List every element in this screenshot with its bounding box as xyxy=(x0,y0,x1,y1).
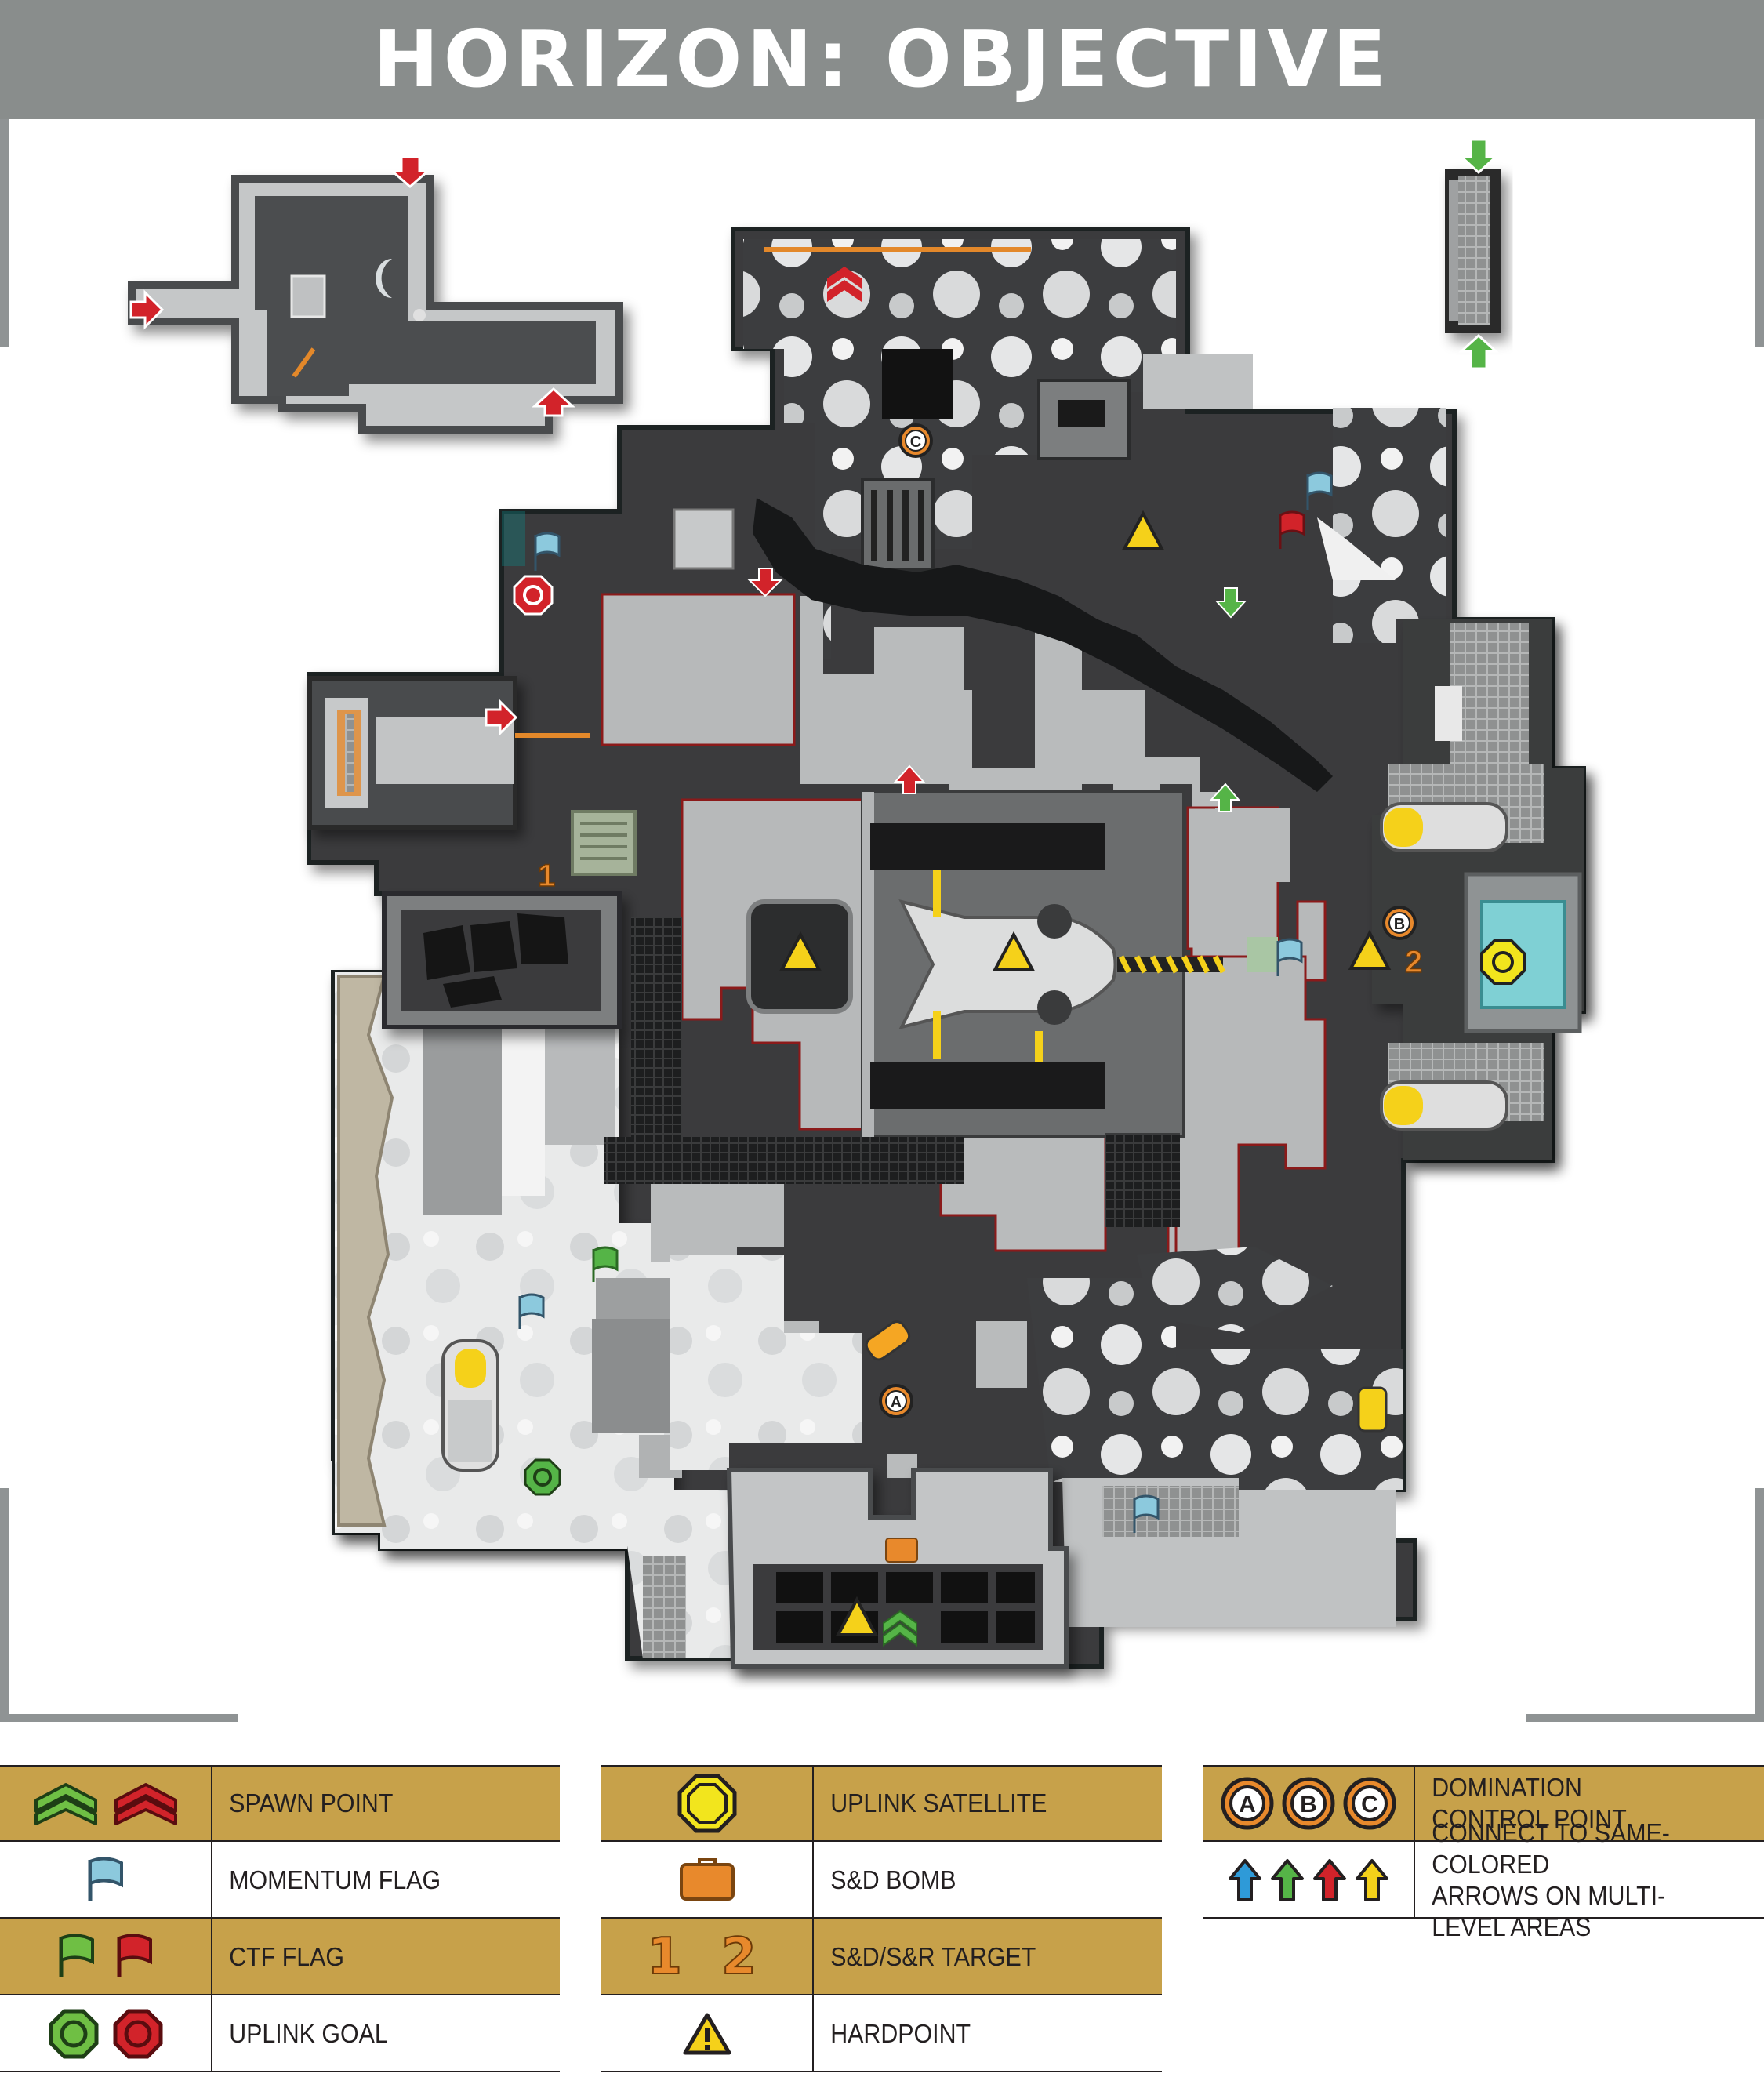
momentum-flag-icon xyxy=(0,1842,212,1919)
bomb-icon xyxy=(601,1842,813,1919)
domination-a-label: A xyxy=(891,1394,902,1411)
domination-b-icon: B xyxy=(1300,1792,1317,1817)
legend-label-hardpoint: HARDPOINT xyxy=(830,2019,971,2048)
title-bar xyxy=(0,0,1764,119)
target-icons: 1 2 xyxy=(646,1927,768,1987)
legend-label-spawn: SPAWN POINT xyxy=(229,1788,394,1817)
domination-c-icon: C xyxy=(1361,1792,1378,1817)
frame-corner-bottom-left-h xyxy=(0,1714,238,1722)
frame-corner-bottom-right-h xyxy=(1526,1714,1764,1722)
hardpoint-icon xyxy=(601,1995,813,2072)
legend-label-bomb: S&D BOMB xyxy=(830,1865,956,1894)
legend-label-uplink-goal: UPLINK GOAL xyxy=(229,2019,388,2048)
target-2-label: 2 xyxy=(1405,945,1422,979)
legend-row-uplink-goal: UPLINK GOAL xyxy=(0,1995,560,2072)
legend-row-target: 1 2 S&D/S&R TARGET xyxy=(601,1919,1162,1995)
legend-label-ctf: CTF FLAG xyxy=(229,1942,344,1971)
domination-b-label: B xyxy=(1394,916,1405,933)
legend-label-momentum: MOMENTUM FLAG xyxy=(229,1865,441,1894)
legend-row-domination: A B C DOMINATION CONTROL POINT xyxy=(1203,1765,1764,1842)
level-arrow-icons xyxy=(1203,1842,1414,1919)
legend-label-target: S&D/S&R TARGET xyxy=(830,1942,1036,1971)
legend-label-domination: DOMINATION CONTROL POINT xyxy=(1432,1773,1627,1833)
legend-row-momentum: MOMENTUM FLAG xyxy=(0,1842,560,1919)
uplink-satellite-icon xyxy=(601,1765,813,1842)
legend-label-arrows: CONNECT TO SAME-COLORED ARROWS ON MULTI-… xyxy=(1432,1818,1670,1941)
page-title: HORIZON: OBJECTIVE xyxy=(372,13,1392,105)
legend-row-bomb: S&D BOMB xyxy=(601,1842,1162,1919)
legend-row-uplink-satellite: UPLINK SATELLITE xyxy=(601,1765,1162,1842)
spawn-point-icons xyxy=(0,1765,212,1842)
uplink-goal-icons xyxy=(0,1995,212,2072)
domination-c-label: C xyxy=(910,434,921,451)
legend-label-uplink-satellite: UPLINK SATELLITE xyxy=(830,1788,1047,1817)
target-1-label: 1 xyxy=(538,859,555,893)
legend-row-hardpoint: HARDPOINT xyxy=(601,1995,1162,2072)
frame-corner-top-right xyxy=(1755,119,1764,347)
legend-row-arrows: CONNECT TO SAME-COLORED ARROWS ON MULTI-… xyxy=(1203,1818,1764,1941)
ctf-flag-icons xyxy=(0,1919,212,1995)
frame-corner-bottom-left xyxy=(0,1488,9,1722)
frame-corner-top-left xyxy=(0,119,9,347)
legend-row-ctf: CTF FLAG xyxy=(0,1919,560,1995)
frame-corner-bottom-right xyxy=(1755,1488,1764,1722)
domination-a-icon: A xyxy=(1239,1792,1256,1817)
domination-icons: A B C xyxy=(1203,1765,1414,1842)
legend-row-spawn: SPAWN POINT xyxy=(0,1765,560,1842)
